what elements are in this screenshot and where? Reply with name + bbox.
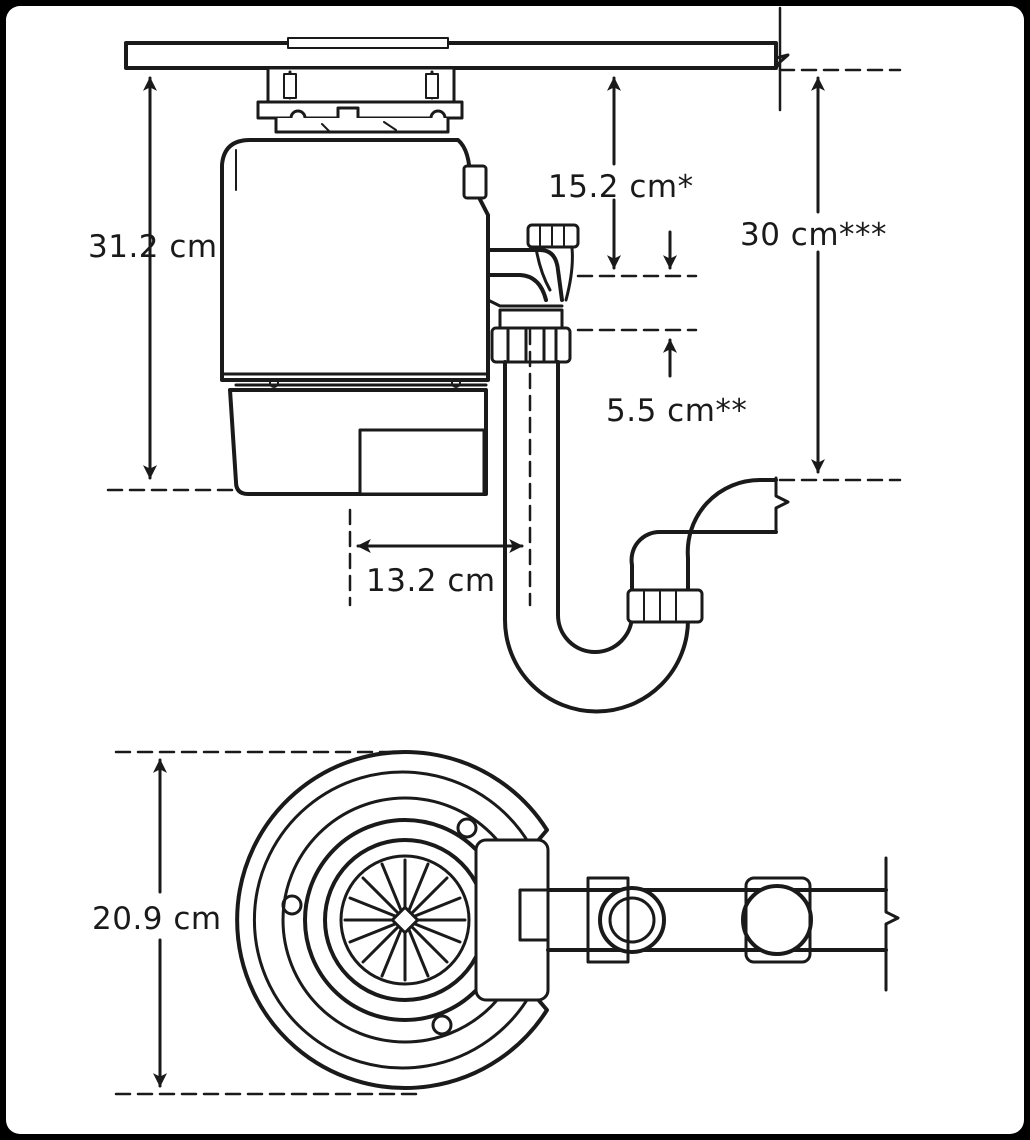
p-trap	[503, 360, 790, 714]
sink-plate	[124, 37, 790, 70]
slip-nut	[490, 308, 572, 364]
inlet-offset-label: 5.5 cm**	[606, 393, 748, 429]
discharge-tube	[486, 223, 580, 308]
diameter-label: 20.9 cm	[92, 901, 222, 937]
mount-height-label: 31.2 cm	[88, 229, 218, 265]
mounting-assembly	[256, 66, 464, 134]
top-view	[114, 750, 900, 1096]
drain-pipe-top	[546, 856, 900, 992]
installation-diagram	[106, 6, 902, 1096]
side-view	[106, 6, 902, 714]
flange-to-inlet-label: 15.2 cm*	[548, 169, 694, 205]
diagram-panel: 31.2 cm 15.2 cm* 30 cm*** 5.5 cm** 13.2 …	[6, 6, 1024, 1134]
flange-to-trap-label: 30 cm***	[740, 217, 888, 253]
grinding-plate	[343, 858, 467, 982]
dimension-arrows	[143, 76, 825, 553]
disposer-body	[220, 138, 490, 496]
outlet-distance-label: 13.2 cm	[366, 563, 496, 599]
reference-lines	[106, 6, 902, 607]
top-view-dims	[114, 750, 422, 1096]
